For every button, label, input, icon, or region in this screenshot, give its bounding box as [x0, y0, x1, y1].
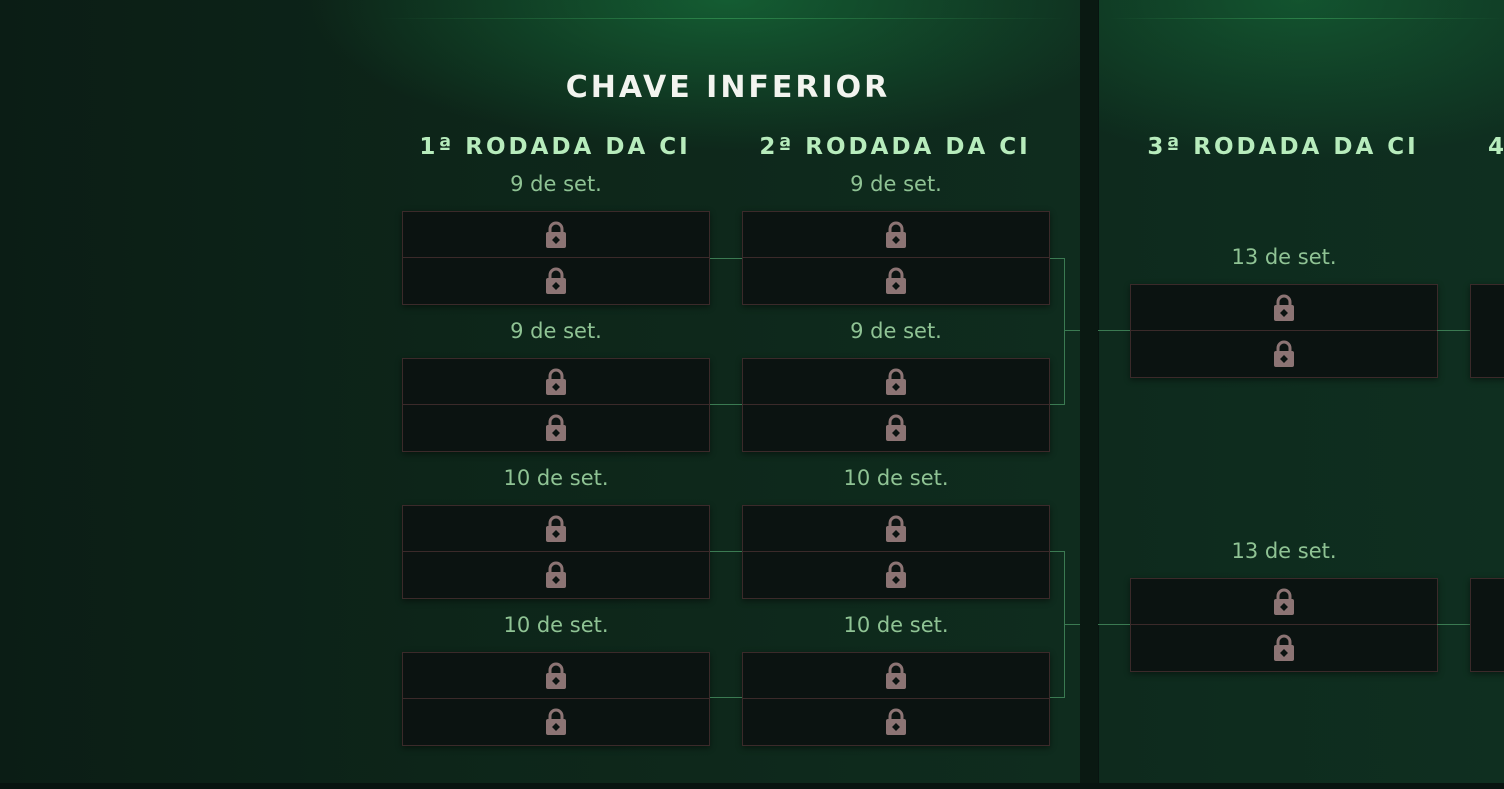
lock-icon — [886, 515, 906, 542]
team-slot-bottom[interactable] — [743, 404, 1049, 451]
match-date: 9 de set. — [850, 172, 942, 196]
match-card[interactable] — [402, 652, 710, 746]
lock-icon — [886, 267, 906, 294]
match-card[interactable] — [402, 358, 710, 452]
team-slot-top[interactable] — [403, 653, 709, 698]
match-date: 13 de set. — [1231, 245, 1337, 269]
lock-icon — [886, 221, 906, 248]
team-slot-top[interactable] — [403, 359, 709, 404]
round-header-2: 2ª RODADA DA CI — [759, 134, 1031, 160]
lock-icon — [546, 708, 566, 735]
team-slot-bottom[interactable] — [403, 551, 709, 598]
team-slot-bottom[interactable] — [403, 404, 709, 451]
match-card[interactable] — [742, 505, 1050, 599]
lock-icon — [546, 662, 566, 689]
connector-line — [1050, 697, 1065, 698]
connector-line — [710, 551, 742, 552]
match-date: 10 de set. — [843, 466, 949, 490]
team-slot-top[interactable] — [743, 212, 1049, 257]
match-date: 13 de set. — [1231, 539, 1337, 563]
team-slot-bottom[interactable] — [1131, 330, 1437, 377]
match-date: 10 de set. — [503, 613, 609, 637]
match-card[interactable] — [1130, 284, 1438, 378]
lock-icon — [546, 561, 566, 588]
connector-line — [1050, 258, 1065, 259]
team-slot-top[interactable] — [743, 359, 1049, 404]
team-slot-bottom[interactable] — [743, 698, 1049, 745]
round-header-4: 4 — [1488, 134, 1504, 160]
lock-icon — [1274, 340, 1294, 367]
connector-line — [1064, 258, 1065, 405]
bracket-title: CHAVE INFERIOR — [565, 70, 891, 105]
match-card[interactable] — [402, 211, 710, 305]
team-slot-bottom[interactable] — [403, 257, 709, 304]
connector-line — [1050, 404, 1065, 405]
match-date: 9 de set. — [510, 172, 602, 196]
lock-icon — [546, 368, 566, 395]
panel-top-divider — [1109, 18, 1504, 19]
team-slot-top[interactable] — [743, 506, 1049, 551]
match-card-partial[interactable] — [1470, 578, 1504, 672]
connector-line — [1064, 330, 1080, 331]
team-slot-top[interactable] — [403, 212, 709, 257]
lock-icon — [886, 561, 906, 588]
team-slot-top[interactable] — [743, 653, 1049, 698]
lock-icon — [886, 414, 906, 441]
match-date: 9 de set. — [850, 319, 942, 343]
lock-icon — [886, 662, 906, 689]
lock-icon — [546, 515, 566, 542]
round-header-1: 1ª RODADA DA CI — [419, 134, 691, 160]
lock-icon — [546, 221, 566, 248]
connector-line — [1098, 624, 1130, 625]
bottom-edge — [0, 783, 1504, 789]
match-card-partial[interactable] — [1470, 284, 1504, 378]
lock-icon — [546, 414, 566, 441]
match-card[interactable] — [742, 358, 1050, 452]
match-card[interactable] — [1130, 578, 1438, 672]
connector-line — [710, 697, 742, 698]
match-date: 10 de set. — [843, 613, 949, 637]
round-header-3: 3ª RODADA DA CI — [1147, 134, 1419, 160]
team-slot-top[interactable] — [1131, 285, 1437, 330]
lock-icon — [886, 368, 906, 395]
connector-line — [1437, 624, 1470, 625]
match-date: 9 de set. — [510, 319, 602, 343]
lock-icon — [886, 708, 906, 735]
team-slot-bottom[interactable] — [1131, 624, 1437, 671]
team-slot-top[interactable] — [403, 506, 709, 551]
connector-line — [1098, 330, 1130, 331]
lock-icon — [1274, 588, 1294, 615]
match-card[interactable] — [742, 211, 1050, 305]
team-slot-bottom[interactable] — [743, 551, 1049, 598]
match-date: 10 de set. — [503, 466, 609, 490]
team-slot-top[interactable] — [1131, 579, 1437, 624]
panel-gap — [1080, 0, 1098, 789]
panel-top-divider — [380, 18, 1070, 19]
lock-icon — [546, 267, 566, 294]
connector-line — [1050, 551, 1065, 552]
lock-icon — [1274, 294, 1294, 321]
team-slot-bottom[interactable] — [743, 257, 1049, 304]
connector-line — [1064, 624, 1080, 625]
team-slot-bottom[interactable] — [403, 698, 709, 745]
connector-line — [710, 404, 742, 405]
connector-line — [710, 258, 742, 259]
match-card[interactable] — [742, 652, 1050, 746]
match-card[interactable] — [402, 505, 710, 599]
lock-icon — [1274, 634, 1294, 661]
connector-line — [1437, 330, 1470, 331]
